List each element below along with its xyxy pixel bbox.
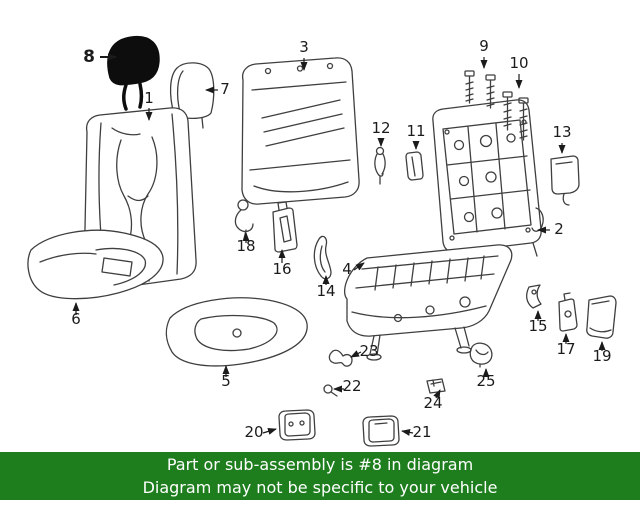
part-16-latch-bracket <box>272 201 298 253</box>
callout-arrow-24 <box>433 389 441 399</box>
part-number-9: 9 <box>479 37 489 55</box>
part-21-hinge-cover <box>362 415 400 447</box>
part-13-cover <box>550 155 580 206</box>
part-number-15: 15 <box>528 317 547 335</box>
notice-banner: Part or sub-assembly is #8 in diagram Di… <box>0 452 640 500</box>
part-number-25: 25 <box>476 372 495 390</box>
part-24-retainer-clip <box>426 378 446 394</box>
part-14-strap <box>313 235 332 280</box>
part-15-angle-bracket <box>526 284 542 309</box>
seat-parts-line-art <box>27 35 617 447</box>
part-number-5: 5 <box>221 372 231 390</box>
part-9-bolts <box>464 70 496 109</box>
part-number-24: 24 <box>423 394 442 412</box>
part-number-17: 17 <box>556 340 575 358</box>
part-number-3: 3 <box>299 38 309 56</box>
banner-line-1: Part or sub-assembly is #8 in diagram <box>166 455 474 474</box>
part-19-side-panel <box>586 295 617 339</box>
part-5-seat-cushion <box>165 297 308 367</box>
banner-line-2: Diagram may not be specific to your vehi… <box>142 478 498 497</box>
part-number-8: 8 <box>83 47 95 67</box>
part-number-4: 4 <box>342 260 352 278</box>
part-number-7: 7 <box>220 80 230 98</box>
part-number-14: 14 <box>316 282 335 300</box>
part-12-wire-clip <box>374 146 386 185</box>
callout-arrow-21 <box>401 428 414 436</box>
part-25-knob-cap <box>469 342 493 368</box>
part-number-18: 18 <box>236 237 255 255</box>
part-number-21: 21 <box>412 423 431 441</box>
part-number-22: 22 <box>342 377 361 395</box>
part-number-1: 1 <box>144 89 154 107</box>
part-number-13: 13 <box>552 123 571 141</box>
part-11-clip <box>405 151 424 181</box>
part-18-hook-bracket <box>234 199 254 240</box>
part-20-hinge-cover <box>278 409 316 441</box>
part-number-16: 16 <box>272 260 291 278</box>
part-4-seat-base-frame <box>343 244 513 361</box>
part-22-fastener <box>323 384 338 397</box>
part-number-12: 12 <box>371 119 390 137</box>
part-number-23: 23 <box>359 342 378 360</box>
part-17-bracket <box>558 292 578 332</box>
callout-arrow-20 <box>262 428 277 435</box>
part-number-19: 19 <box>592 347 611 365</box>
part-number-11: 11 <box>406 122 425 140</box>
callout-arrow-4 <box>353 262 365 271</box>
part-number-10: 10 <box>509 54 528 72</box>
part-2-seat-back-frame <box>432 99 544 265</box>
part-10-bolts <box>502 91 529 141</box>
part-number-2: 2 <box>554 220 564 238</box>
part-8-headrest-highlighted <box>107 35 160 111</box>
part-23-clip <box>328 349 353 367</box>
part-number-20: 20 <box>244 423 263 441</box>
callout-arrow-23 <box>350 350 362 358</box>
part-number-6: 6 <box>71 310 81 328</box>
part-3-seat-back-panel <box>241 57 360 205</box>
part-6-seat-cushion <box>27 229 164 300</box>
